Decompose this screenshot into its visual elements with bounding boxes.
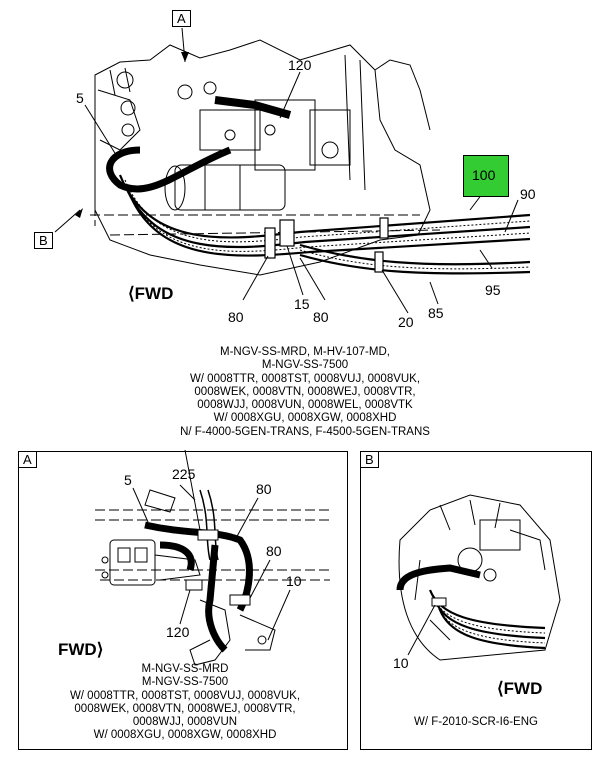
detail-b-label: B	[360, 451, 379, 468]
fwd-indicator-detail-a: FWD⟩	[58, 640, 104, 659]
detail-b-caption: W/ F-2010-SCR-I6-ENG	[414, 716, 538, 728]
callout-100: 100	[472, 167, 496, 183]
highlight-callout-box	[463, 155, 509, 197]
detail-a-panel	[18, 451, 348, 750]
detail-a-callout-225: 225	[172, 466, 196, 482]
detail-b-panel	[360, 451, 592, 750]
callout-15: 15	[294, 296, 310, 312]
callout-80-left: 80	[228, 309, 244, 325]
fwd-indicator-main: ⟨FWD	[128, 284, 174, 303]
callout-85: 85	[428, 305, 444, 321]
detail-a-callout-80-top: 80	[256, 481, 272, 497]
callout-95: 95	[485, 282, 501, 298]
fwd-indicator-detail-b: ⟨FWD	[497, 679, 543, 698]
callout-80-right: 80	[313, 309, 329, 325]
view-a-marker: A	[172, 10, 191, 27]
detail-a-callout-5: 5	[124, 472, 132, 488]
callout-90: 90	[520, 186, 536, 202]
detail-a-label: A	[18, 451, 37, 468]
fwd-arrow-icon: ⟨	[497, 679, 504, 698]
callout-20: 20	[398, 314, 414, 330]
detail-b-callout-10: 10	[393, 655, 409, 671]
fwd-arrow-icon: ⟩	[96, 640, 104, 659]
detail-a-callout-120: 120	[166, 624, 190, 640]
detail-a-callout-80-mid: 80	[266, 543, 282, 559]
detail-a-callout-10: 10	[286, 573, 302, 589]
fwd-arrow-icon: ⟨	[128, 284, 135, 303]
callout-120: 120	[288, 57, 312, 73]
main-applicability-caption: M-NGV-SS-MRD, M-HV-107-MD, M-NGV-SS-7500…	[180, 346, 430, 438]
callout-5: 5	[76, 90, 84, 106]
view-b-marker: B	[34, 232, 53, 249]
detail-a-caption: M-NGV-SS-MRD M-NGV-SS-7500 W/ 0008TTR, 0…	[69, 663, 301, 742]
